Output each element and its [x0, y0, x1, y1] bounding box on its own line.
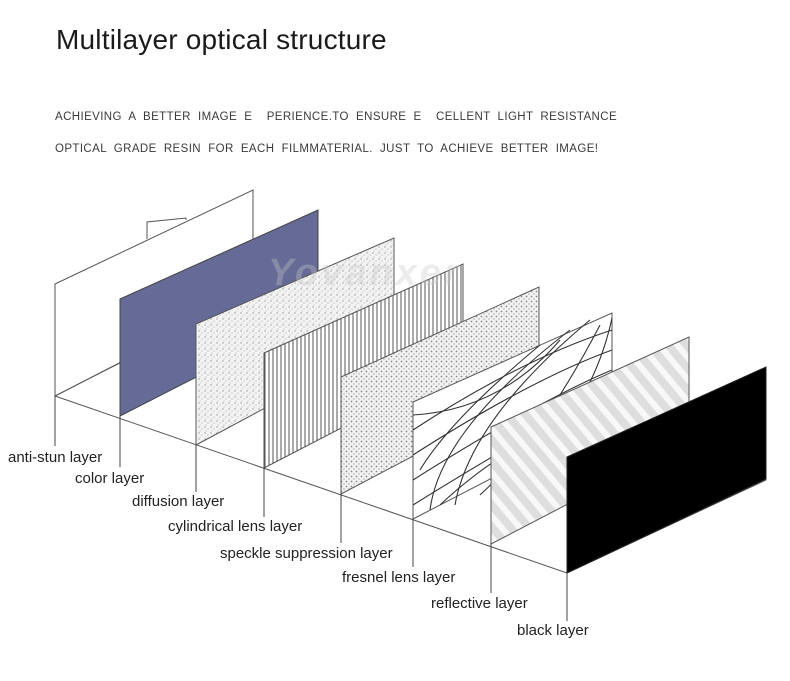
label-reflective-layer: reflective layer [431, 595, 528, 612]
label-color-layer: color layer [75, 470, 145, 487]
label-black-layer: black layer [517, 622, 589, 639]
brand-watermark: Yovanxer [268, 252, 462, 294]
black-layer-panel [566, 366, 767, 574]
label-cylindrical-lens-layer: cylindrical lens layer [168, 518, 303, 535]
label-diffusion-layer: diffusion layer [132, 493, 225, 510]
subtitle-line-1: ACHIEVING A BETTER IMAGE E PERIENCE.TO E… [55, 111, 618, 123]
label-anti-stun-layer: anti-stun layer [8, 449, 103, 466]
label-speckle-suppression-layer: speckle suppression layer [220, 545, 393, 562]
label-fresnel-lens-layer: fresnel lens layer [342, 569, 456, 586]
page-title: Multilayer optical structure [56, 24, 387, 55]
subtitle-line-2: OPTICAL GRADE RESIN FOR EACH FILMMATERIA… [55, 143, 599, 155]
